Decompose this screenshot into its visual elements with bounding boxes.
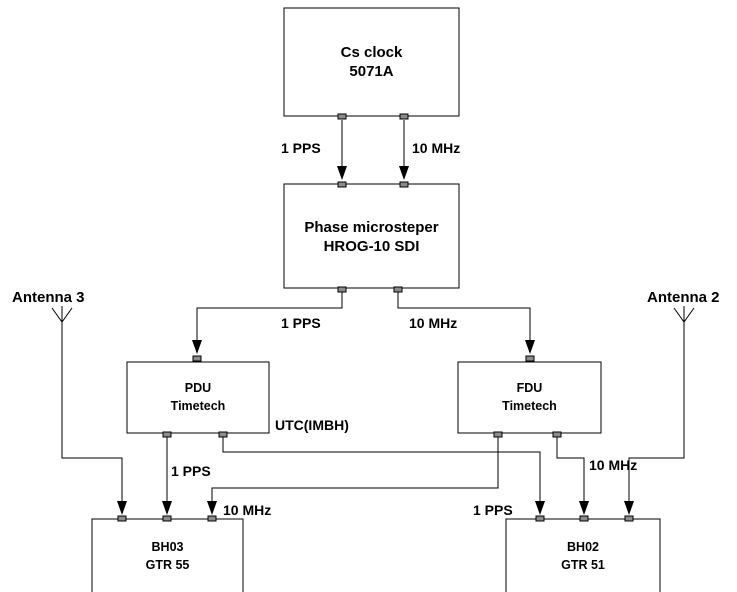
- bh03-model: GTR 55: [146, 558, 190, 572]
- port-bh03-pps: [162, 515, 172, 522]
- arrowheads: [117, 166, 634, 515]
- block-fdu: FDU Timetech: [457, 361, 602, 434]
- label-fdu-10mhz: 10 MHz: [589, 457, 637, 473]
- antenna-3-label: Antenna 3: [12, 289, 85, 306]
- cs-clock-name: Cs clock: [341, 44, 403, 61]
- arrow-bh03-10mhz: [207, 501, 217, 515]
- wires: [61, 120, 685, 509]
- label-step-pps: 1 PPS: [281, 315, 321, 331]
- arrow-antenna2: [624, 501, 634, 515]
- port-step-10mhz-in: [399, 181, 409, 188]
- antenna-3-icon: [51, 306, 73, 323]
- port-step-pps-out: [337, 286, 347, 293]
- port-step-10mhz-out: [393, 286, 403, 293]
- arrow-step-pps: [192, 340, 202, 354]
- label-bh02-pps: 1 PPS: [473, 502, 513, 518]
- arrow-bh02-pps: [535, 501, 545, 515]
- ports: [117, 113, 634, 522]
- label-clock-pps: 1 PPS: [281, 140, 321, 156]
- microstepper-model: HROG-10 SDI: [324, 238, 420, 255]
- antenna-2-label: Antenna 2: [647, 289, 720, 306]
- bh03-name: BH03: [152, 540, 184, 554]
- pdu-maker: Timetech: [171, 399, 226, 413]
- port-pdu-utc-out: [218, 431, 228, 438]
- arrow-bh02-10mhz: [579, 501, 589, 515]
- block-cs-clock: Cs clock 5071A: [283, 7, 460, 117]
- labels: Antenna 3 Antenna 2 1 PPS 10 MHz 1 PPS 1…: [12, 140, 720, 518]
- port-bh02-antenna: [624, 515, 634, 522]
- block-bh03: BH03 GTR 55: [91, 518, 244, 592]
- fdu-name: FDU: [517, 381, 543, 395]
- port-fdu-in: [525, 355, 535, 362]
- wire-antenna3: [61, 322, 123, 509]
- block-microstepper: Phase microsteper HROG-10 SDI: [283, 183, 460, 289]
- antenna-2-icon: [673, 306, 695, 323]
- port-bh02-pps: [535, 515, 545, 522]
- port-pdu-pps-out: [162, 431, 172, 438]
- arrow-step-10mhz: [525, 340, 535, 354]
- port-clock-10mhz-out: [399, 113, 409, 120]
- label-clock-10mhz: 10 MHz: [412, 140, 460, 156]
- block-bh02: BH02 GTR 51: [505, 518, 661, 592]
- label-utc: UTC(IMBH): [275, 417, 349, 433]
- arrow-clock-pps: [337, 166, 347, 180]
- wire-pdu-utc: [222, 437, 541, 509]
- label-pdu-pps: 1 PPS: [171, 463, 211, 479]
- arrow-pdu-pps: [162, 501, 172, 515]
- label-step-10mhz: 10 MHz: [409, 315, 457, 331]
- port-fdu-out-b: [552, 431, 562, 438]
- wire-fdu-bh03: [211, 437, 499, 509]
- wire-fdu-bh02: [556, 437, 585, 509]
- port-bh03-10mhz: [207, 515, 217, 522]
- label-bh03-10mhz: 10 MHz: [223, 502, 271, 518]
- wire-step-10mhz: [397, 292, 531, 348]
- microstepper-name: Phase microsteper: [304, 219, 438, 236]
- cs-clock-model: 5071A: [349, 63, 393, 80]
- port-fdu-out-a: [493, 431, 503, 438]
- bh02-name: BH02: [567, 540, 599, 554]
- bh02-model: GTR 51: [561, 558, 605, 572]
- block-pdu: PDU Timetech: [126, 361, 270, 434]
- wire-step-pps: [196, 292, 343, 348]
- pdu-name: PDU: [185, 381, 211, 395]
- arrow-antenna3: [117, 501, 127, 515]
- port-bh02-10mhz: [579, 515, 589, 522]
- arrow-clock-10mhz: [399, 166, 409, 180]
- port-step-pps-in: [337, 181, 347, 188]
- port-clock-pps-out: [337, 113, 347, 120]
- fdu-maker: Timetech: [502, 399, 557, 413]
- port-pdu-in: [192, 355, 202, 362]
- wire-antenna2: [628, 322, 685, 509]
- port-bh03-antenna: [117, 515, 127, 522]
